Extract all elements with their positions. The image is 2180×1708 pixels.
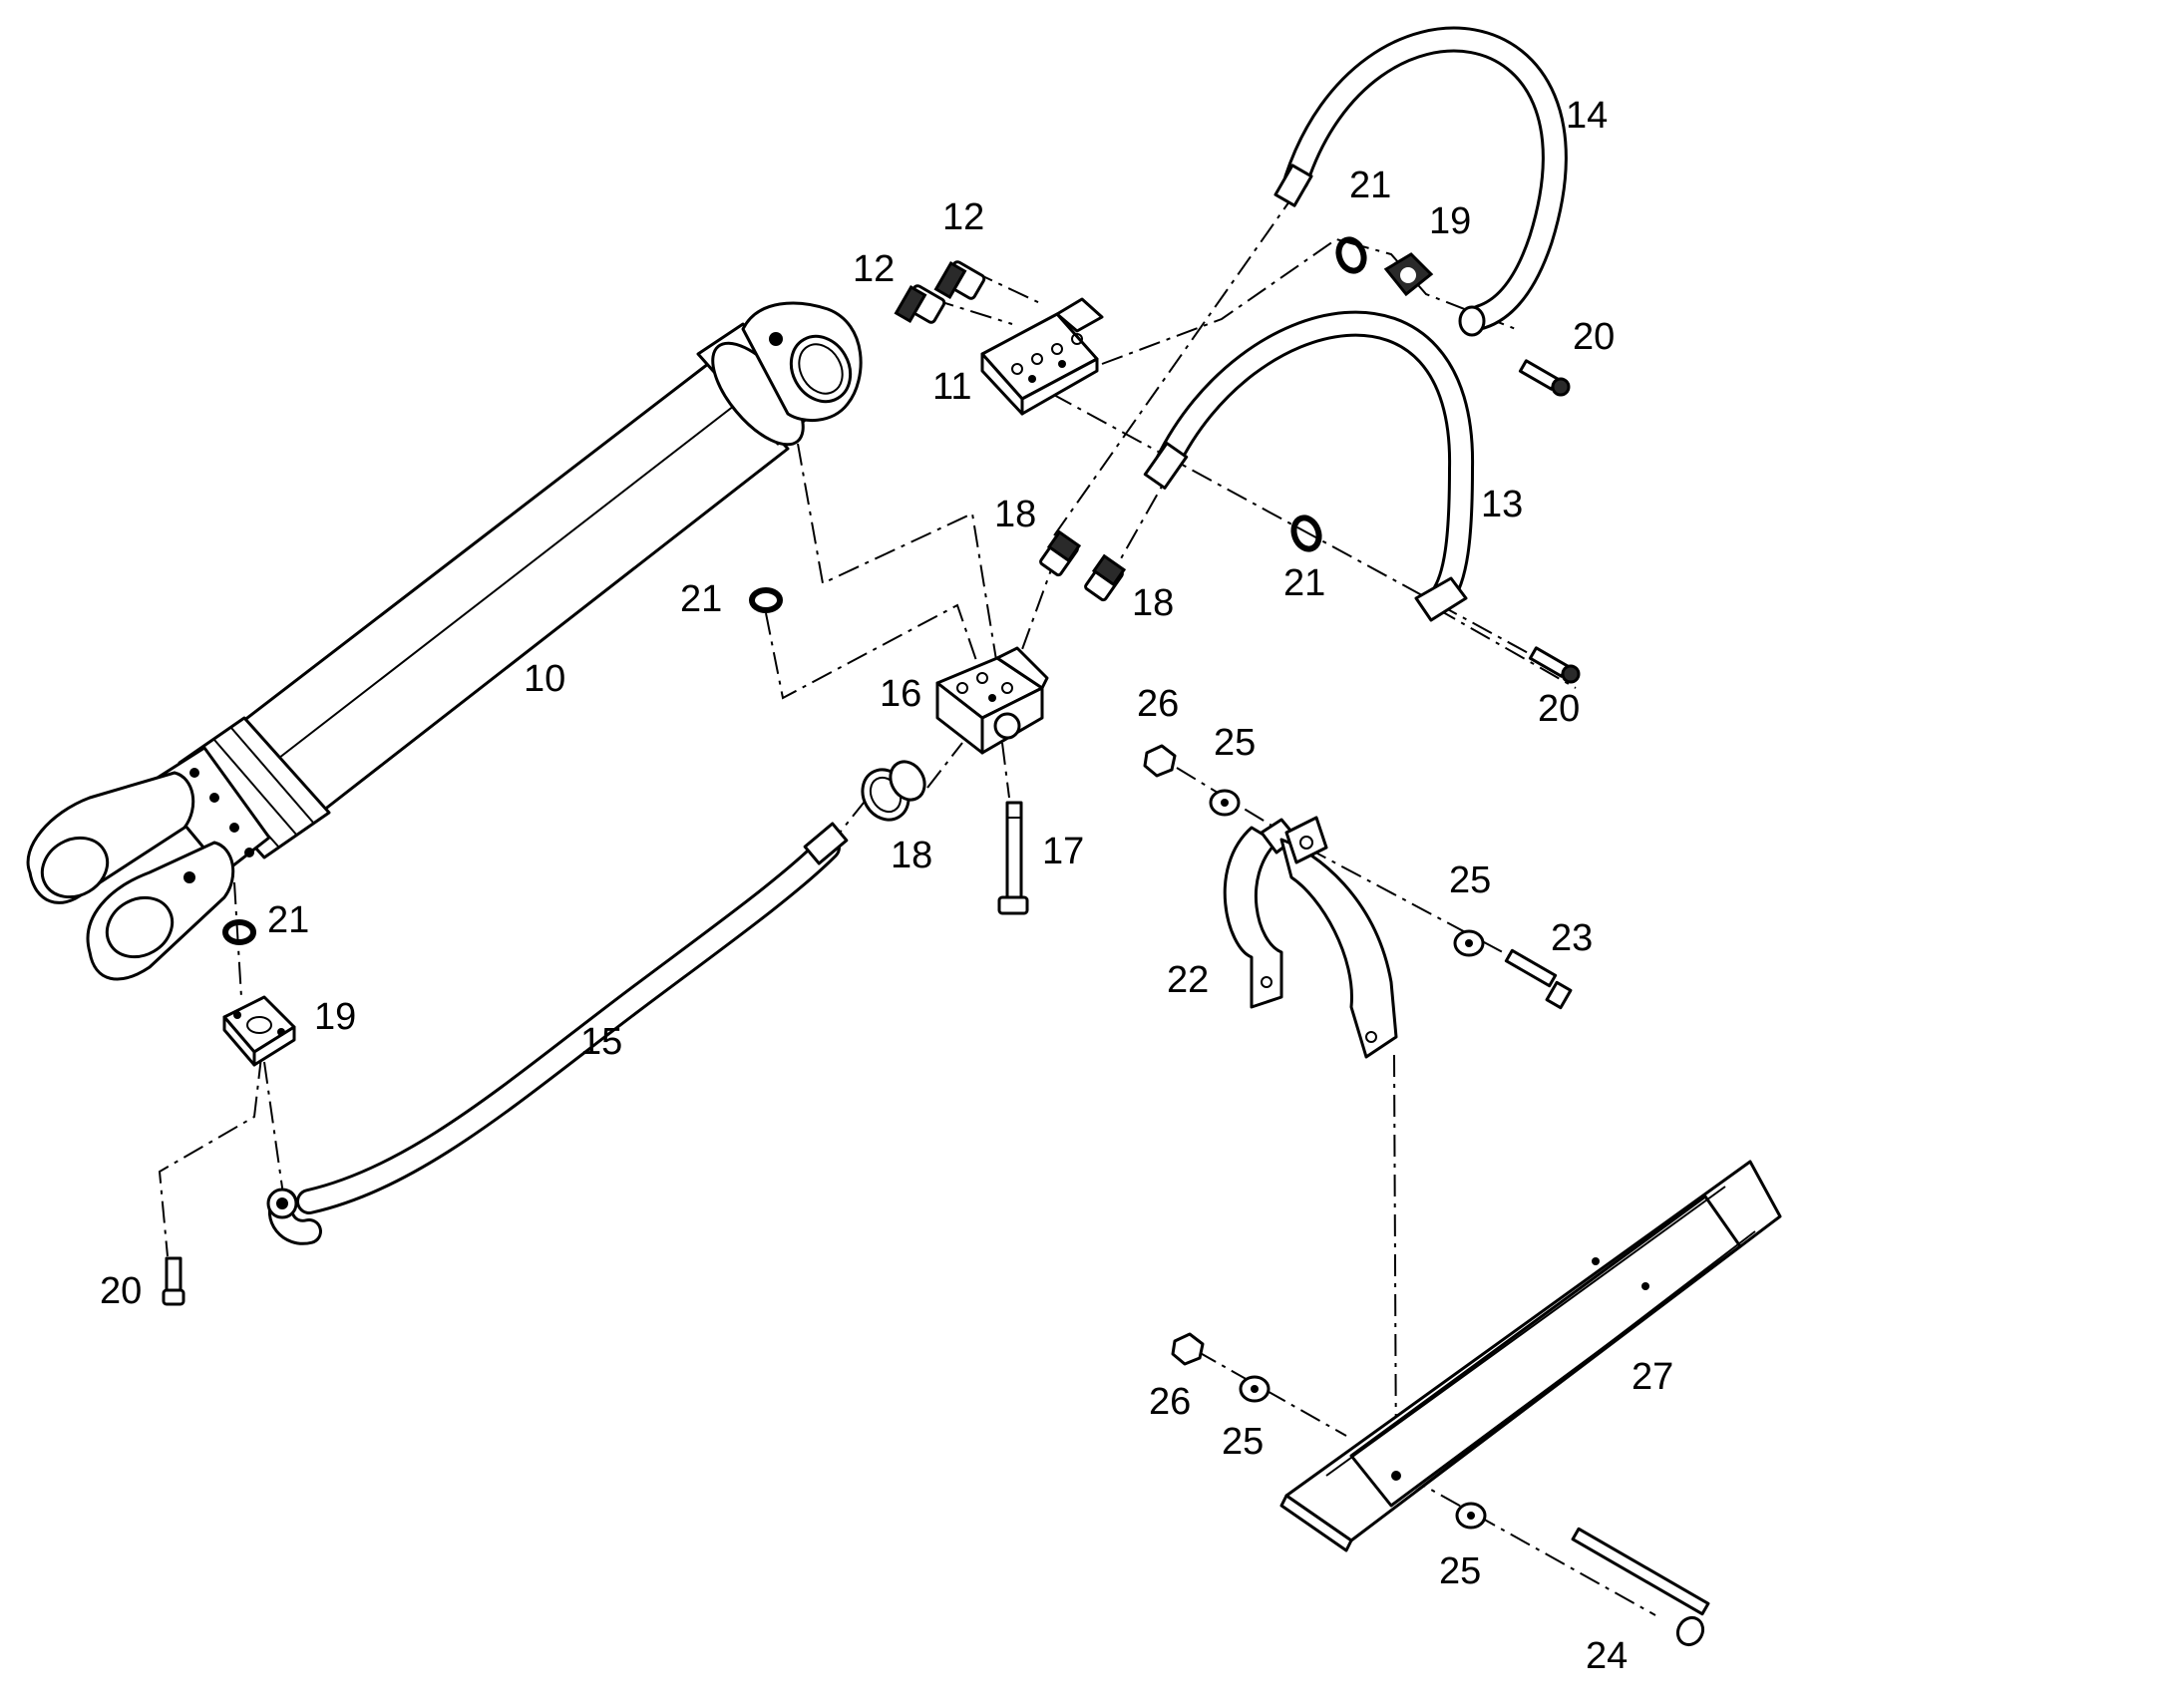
callout-26a: 26 (1137, 683, 1179, 725)
callout-26b: 26 (1149, 1381, 1191, 1423)
callout-25a: 25 (1214, 722, 1256, 764)
hose-13 (1143, 310, 1475, 622)
callout-14: 14 (1566, 95, 1608, 137)
callout-18c: 18 (891, 835, 932, 876)
callout-25d: 25 (1439, 1550, 1481, 1592)
callout-13: 13 (1481, 484, 1523, 525)
callout-24: 24 (1586, 1635, 1628, 1677)
o-rings-21 (222, 236, 1367, 945)
callout-21a: 21 (1349, 165, 1391, 206)
washers-and-nuts (1143, 744, 1487, 1530)
channel-27 (1279, 1160, 1782, 1552)
callout-20b: 20 (1538, 688, 1580, 730)
callout-19a: 19 (1429, 200, 1471, 242)
callout-12a: 12 (942, 196, 984, 238)
bolt-17 (997, 801, 1029, 915)
bolt-24 (1571, 1527, 1710, 1647)
bolt-23 (1504, 948, 1573, 1010)
callout-21d: 21 (267, 899, 309, 941)
hose-15 (266, 822, 849, 1245)
callout-17: 17 (1042, 831, 1084, 872)
callout-25b: 25 (1449, 859, 1491, 901)
screws-20 (162, 359, 1581, 1306)
callout-23: 23 (1551, 917, 1593, 959)
callout-27: 27 (1632, 1356, 1673, 1398)
callout-20a: 20 (1573, 316, 1615, 358)
fittings-12 (894, 260, 986, 324)
callout-21c: 21 (1283, 562, 1325, 604)
callout-19b: 19 (314, 996, 356, 1038)
callout-18b: 18 (1132, 582, 1174, 624)
manifold-block (980, 297, 1104, 416)
callout-16: 16 (880, 673, 921, 715)
callout-25c: 25 (1222, 1421, 1264, 1463)
callout-18a: 18 (994, 494, 1036, 535)
callout-labels: 10 11 12 12 13 14 15 16 17 18 18 18 19 1… (100, 95, 1673, 1677)
clamp-22 (1223, 816, 1398, 1059)
hose-14 (1273, 26, 1568, 337)
callout-15: 15 (580, 1021, 622, 1063)
valve-block (935, 646, 1049, 755)
callout-21b: 21 (680, 578, 722, 620)
callout-20c: 20 (100, 1270, 142, 1312)
callout-12b: 12 (853, 248, 895, 290)
hydraulic-cylinder (26, 301, 863, 981)
callout-10: 10 (524, 658, 565, 700)
callout-11: 11 (932, 366, 971, 408)
flanges-19 (222, 252, 1434, 1067)
fittings-18 (861, 529, 1127, 822)
callout-22: 22 (1167, 959, 1209, 1001)
